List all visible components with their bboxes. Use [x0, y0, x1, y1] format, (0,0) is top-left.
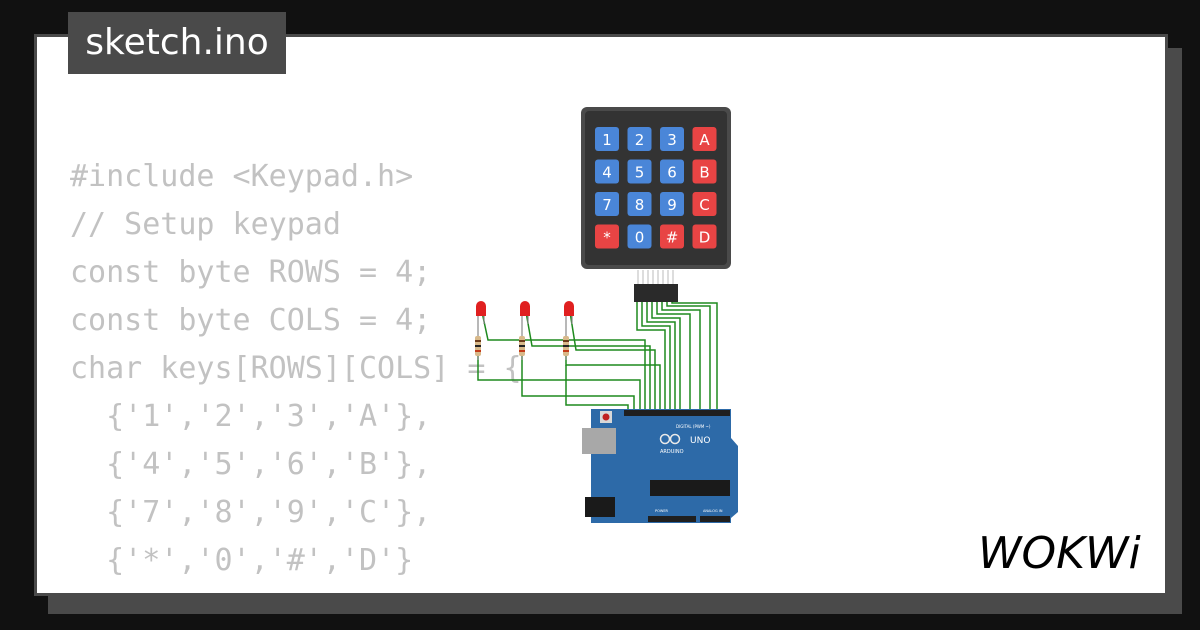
led-2: [520, 301, 530, 324]
keypad-key-8: 8: [627, 192, 652, 216]
keypad-key-2: 2: [627, 127, 652, 151]
keypad-keys: 1 2 3 A 4 5 6 B 7 8 9 C * 0 # D: [595, 127, 717, 249]
keypad-key-label: 0: [635, 229, 645, 247]
code-line: {'1','2','3','A'},: [70, 399, 432, 434]
keypad-key-label: 2: [635, 131, 645, 149]
keypad-key-label: A: [699, 131, 710, 149]
keypad-key-C: C: [692, 192, 717, 216]
keypad-key-4: 4: [595, 159, 619, 184]
led-3: [564, 301, 574, 324]
keypad-key-label: 9: [667, 196, 677, 214]
keypad-key-5: 5: [627, 159, 652, 184]
resistor-2: [519, 324, 525, 360]
arduino-logo-icon: [659, 433, 681, 445]
code-preview: #include <Keypad.h> // Setup keypad const …: [70, 153, 522, 585]
keypad-key-label: 3: [667, 131, 677, 149]
board-brand-label: ARDUINO: [660, 449, 684, 455]
keypad-key-1: 1: [595, 127, 619, 151]
usb-port: [582, 428, 616, 454]
keypad-key-label: 8: [635, 196, 645, 214]
code-line: #include <Keypad.h>: [70, 159, 414, 194]
keypad: 1 2 3 A 4 5 6 B 7 8 9 C * 0 # D: [581, 107, 731, 302]
keypad-key-#: #: [660, 224, 684, 249]
resistor-1: [475, 324, 481, 360]
file-tab[interactable]: sketch.ino: [68, 12, 286, 74]
keypad-key-label: *: [603, 229, 611, 247]
code-line: char keys[ROWS][COLS] = {: [70, 351, 522, 386]
keypad-key-7: 7: [595, 192, 619, 216]
power-label: POWER: [655, 509, 669, 513]
keypad-key-label: 6: [667, 164, 677, 182]
code-line: {'7','8','9','C'},: [70, 495, 432, 530]
keypad-key-B: B: [692, 159, 717, 184]
keypad-key-label: C: [699, 196, 709, 214]
keypad-key-label: 7: [602, 196, 612, 214]
board-model-label: UNO: [690, 436, 710, 446]
keypad-key-label: D: [699, 229, 711, 247]
keypad-key-label: #: [666, 229, 679, 247]
analog-label: ANALOG IN: [703, 509, 723, 513]
keypad-key-label: 5: [635, 164, 645, 182]
keypad-key-label: B: [699, 164, 709, 182]
keypad-key-9: 9: [660, 192, 684, 216]
keypad-key-0: 0: [627, 224, 652, 249]
wokwi-logo: WOKWi: [978, 528, 1141, 579]
keypad-key-D: D: [692, 224, 717, 249]
keypad-key-label: 4: [602, 164, 612, 182]
keypad-wires: [636, 300, 718, 410]
code-line: const byte COLS = 4;: [70, 303, 432, 338]
keypad-key-label: 1: [602, 131, 612, 149]
power-jack: [585, 497, 615, 517]
keypad-key-A: A: [692, 127, 717, 151]
microcontroller-chip: [650, 480, 730, 496]
code-line: {'*','0','#','D'}: [70, 543, 414, 578]
digital-label: DIGITAL (PWM ~): [676, 424, 711, 429]
arduino-uno-board: UNO ARDUINO DIGITAL (PWM ~) POWER ANALOG…: [582, 409, 738, 523]
power-header: [648, 516, 696, 522]
keypad-key-3: 3: [660, 127, 684, 151]
led-wires: [477, 311, 661, 410]
resistor-3: [563, 324, 569, 360]
keypad-key-6: 6: [660, 159, 684, 184]
digital-header: [624, 410, 730, 416]
keypad-connector: [634, 284, 678, 302]
wokwi-logo-text: WOKWi: [978, 528, 1141, 579]
led-1: [476, 301, 486, 324]
code-line: const byte ROWS = 4;: [70, 255, 432, 290]
keypad-key-*: *: [595, 224, 619, 249]
code-line: {'4','5','6','B'},: [70, 447, 432, 482]
analog-header: [700, 516, 730, 522]
code-line: // Setup keypad: [70, 207, 341, 242]
